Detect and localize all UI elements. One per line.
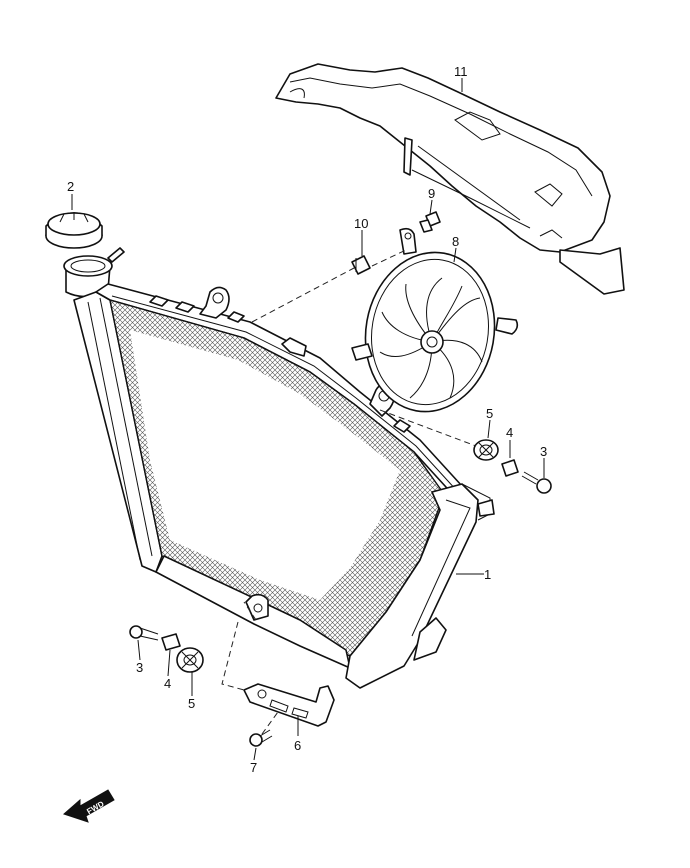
lower-bracket-part bbox=[243, 683, 335, 727]
radiator-part bbox=[73, 283, 495, 689]
bolt-lower-part bbox=[129, 625, 159, 641]
leader-lines bbox=[71, 78, 545, 761]
callout-3-lower: 3 bbox=[136, 660, 143, 675]
collar-lower-part bbox=[161, 633, 181, 651]
callout-8: 8 bbox=[452, 234, 459, 249]
callout-2: 2 bbox=[67, 179, 74, 194]
bolt-upper-part bbox=[521, 471, 552, 494]
callout-5-upper: 5 bbox=[486, 406, 493, 421]
callout-10: 10 bbox=[354, 216, 368, 231]
cooling-fan-part bbox=[351, 227, 519, 413]
radiator-cover-part bbox=[275, 63, 625, 295]
forward-arrow-icon: FWD bbox=[63, 789, 115, 823]
callout-6: 6 bbox=[294, 738, 301, 753]
callout-4-upper: 4 bbox=[506, 425, 513, 440]
callout-4-lower: 4 bbox=[164, 676, 171, 691]
assembly-lines bbox=[221, 249, 477, 735]
callout-3-upper: 3 bbox=[540, 444, 547, 459]
grommet-upper-part bbox=[473, 439, 499, 461]
grommet-lower-part bbox=[176, 647, 204, 673]
callout-5-lower: 5 bbox=[188, 696, 195, 711]
radiator-cap-part bbox=[45, 212, 103, 249]
collar-upper-part bbox=[501, 459, 519, 477]
callout-11: 11 bbox=[454, 64, 468, 79]
fan-bolt-part bbox=[419, 211, 441, 233]
filler-neck bbox=[63, 247, 125, 298]
bracket-bolt-part bbox=[249, 729, 273, 747]
callout-7: 7 bbox=[250, 760, 257, 775]
callout-9: 9 bbox=[428, 186, 435, 201]
clip-nut-part bbox=[351, 255, 371, 275]
callout-1: 1 bbox=[484, 567, 491, 582]
